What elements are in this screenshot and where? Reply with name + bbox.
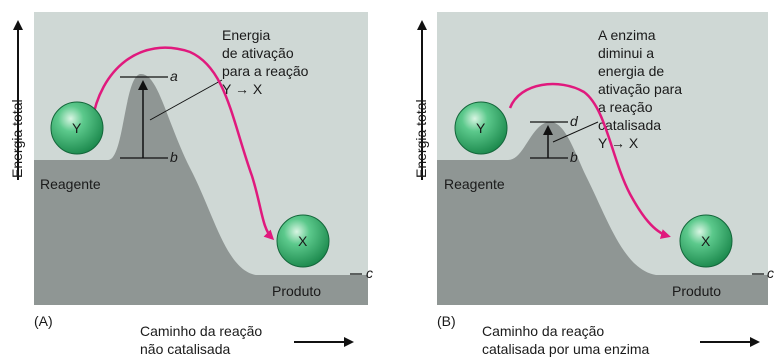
panel-b-y-axis-label: Energia total <box>413 99 429 178</box>
panel-a-product-label: Produto <box>272 283 321 299</box>
panel-b-product-ball <box>679 214 733 268</box>
panel-b-annotation-line-2: diminui a <box>598 45 654 61</box>
panel-b-annotation-line-3: energia de <box>598 63 664 79</box>
panel-b-label-c: c <box>767 265 774 281</box>
panel-a-x-axis-label-line-2: não catalisada <box>140 341 231 357</box>
panel-b-annotation-leader <box>552 121 599 143</box>
panel-a-annotation-line-3: para a reação <box>222 63 309 79</box>
panel-b-annotation-line-4: ativação para <box>598 81 682 97</box>
panel-a-label-c: c <box>366 265 373 281</box>
panel-b-reaction-path-curve <box>508 82 671 239</box>
panel-a-x-axis-label: Caminho da reação não catalisada <box>140 323 266 357</box>
panel-a: Energia total a b c Energia de ativação … <box>9 12 373 357</box>
panel-b-product-label: Produto <box>672 283 721 299</box>
panel-a-annotation-line-1: Energia <box>222 27 270 43</box>
panel-b-label-d: d <box>570 113 579 129</box>
panel-a-reaction-path-curve <box>90 46 275 241</box>
panel-b-annotation-line-1: A enzima <box>598 27 656 43</box>
panel-b-x-axis-label: Caminho da reação catalisada por uma enz… <box>482 323 650 357</box>
panel-a-label-b: b <box>170 149 178 165</box>
panel-b-reagent-label: Reagente <box>444 176 505 192</box>
panel-a-x-axis-label-line-1: Caminho da reação <box>140 323 262 339</box>
panel-a-product-ball <box>276 214 330 268</box>
panel-b-annotation-line-7: Y → X <box>598 135 639 151</box>
panel-b-label-b: b <box>570 149 578 165</box>
panel-b-annotation-line-5: a reação <box>598 99 653 115</box>
panel-b-energy-terrain <box>437 121 768 305</box>
panel-b-reactant-ball <box>454 101 508 155</box>
panel-a-reactant-ball-label: Y <box>72 120 82 136</box>
panel-b-annotation-line-6: catalisada <box>598 117 661 133</box>
panel-a-annotation-leader <box>149 79 223 121</box>
panel-a-y-axis-label: Energia total <box>9 99 25 178</box>
panel-b-x-axis-label-line-2: catalisada por uma enzima <box>482 341 650 357</box>
panel-b-tag: (B) <box>437 313 456 329</box>
panel-a-annotation: Energia de ativação para a reação Y → X <box>222 27 312 97</box>
panel-a-label-a: a <box>170 68 178 84</box>
panel-b-x-axis-label-line-1: Caminho da reação <box>482 323 604 339</box>
panel-a-product-ball-label: X <box>298 233 308 249</box>
panel-a-reactant-ball <box>50 101 104 155</box>
panel-a-reagent-label: Reagente <box>40 176 101 192</box>
panel-b-reactant-ball-label: Y <box>476 120 486 136</box>
panel-a-tag: (A) <box>34 313 53 329</box>
panel-a-energy-terrain <box>34 73 368 305</box>
panel-b: Energia total d b c A enzima diminui a e… <box>413 12 774 357</box>
panel-a-annotation-line-4: Y → X <box>222 81 263 97</box>
panel-b-product-ball-label: X <box>701 233 711 249</box>
panel-a-annotation-line-2: de ativação <box>222 45 294 61</box>
panel-b-annotation: A enzima diminui a energia de ativação p… <box>598 27 686 151</box>
